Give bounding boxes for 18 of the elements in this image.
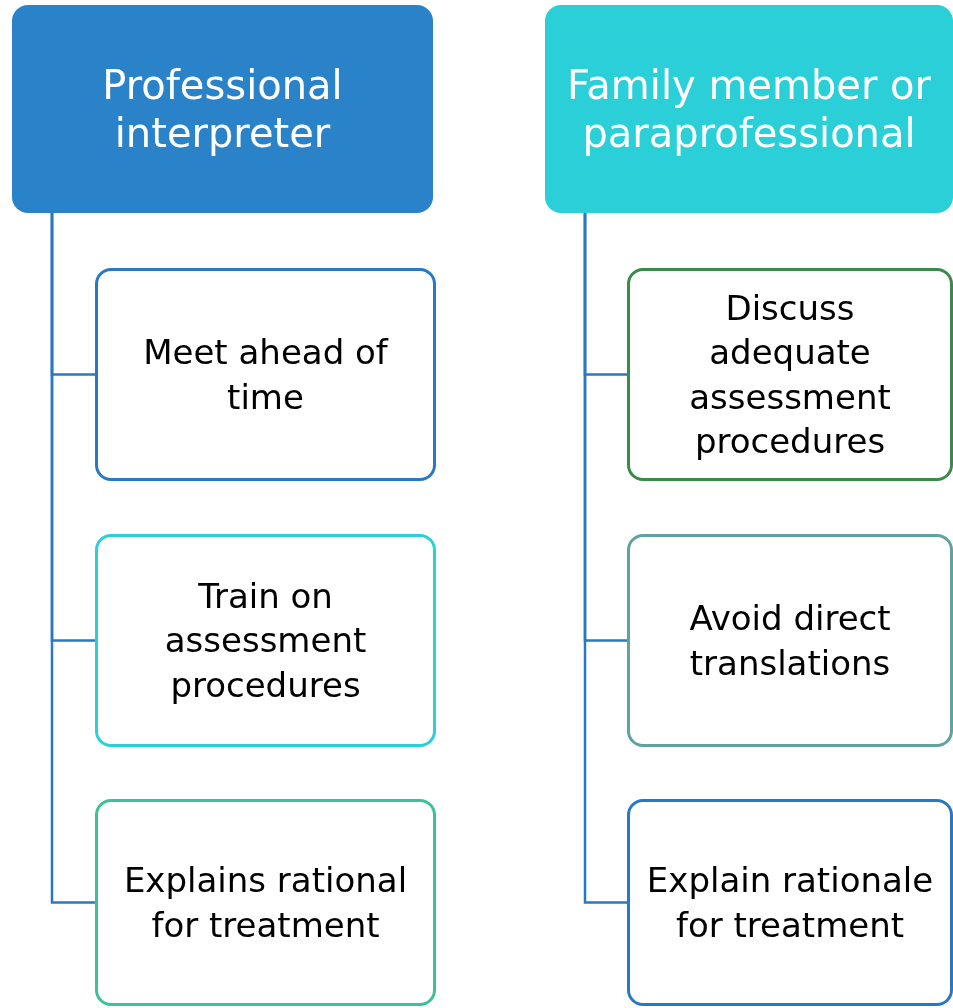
item-box	[95, 268, 436, 481]
header-text: Family member or paraprofessional	[565, 61, 932, 157]
header-box	[545, 5, 953, 213]
item-box	[627, 534, 953, 747]
item-box	[95, 534, 436, 747]
item-box	[95, 799, 436, 1006]
item-box	[627, 268, 953, 481]
item-text: Explain rationale for treatment	[645, 859, 935, 947]
header-box	[12, 5, 433, 213]
header-text: Professional interpreter	[101, 61, 344, 157]
item-text: Explains rational for treatment	[122, 859, 409, 947]
item-text: Meet ahead of time	[142, 331, 390, 419]
item-text: Train on assessment procedures	[163, 575, 368, 707]
item-text: Avoid direct translations	[688, 597, 892, 685]
item-box	[627, 799, 953, 1006]
connector-line	[50, 213, 95, 904]
connector-line	[583, 213, 627, 904]
item-text: Discuss adequate assessment procedures	[688, 287, 892, 463]
